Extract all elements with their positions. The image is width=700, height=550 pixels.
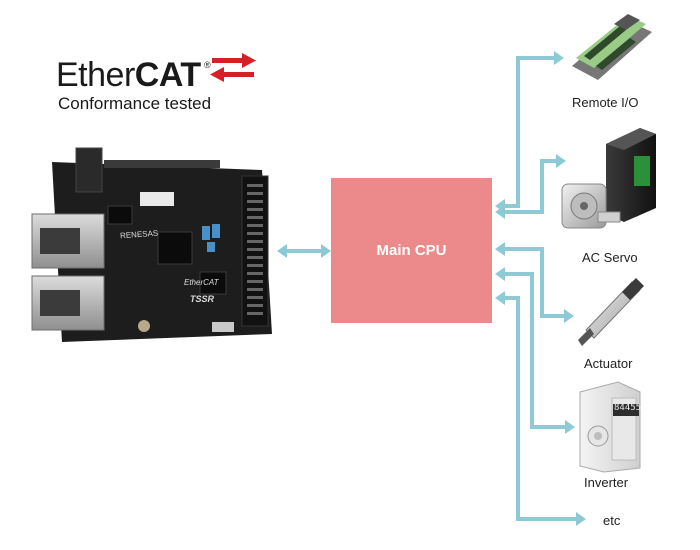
board-ethercat-mark: EtherCAT	[184, 278, 219, 287]
logo-registered-mark: ®	[204, 60, 211, 70]
logo-arrows-icon	[210, 53, 256, 82]
logo-word-light: Ether	[56, 56, 135, 94]
device-label-actuator: Actuator	[584, 356, 633, 371]
rj45-port-icon	[31, 213, 105, 269]
remote-io-module-icon	[572, 14, 652, 80]
inverter-display-readout: 84455	[614, 403, 642, 413]
main-cpu-label: Main CPU	[376, 242, 447, 259]
logo-tagline: Conformance tested	[58, 94, 212, 113]
ethercat-board	[31, 147, 272, 342]
device-label-etc: etc	[603, 513, 621, 528]
connection-lines	[285, 56, 578, 521]
device-label-inverter: Inverter	[584, 475, 629, 490]
logo-word-bold: CAT	[134, 56, 201, 94]
main-cpu-block: Main CPU	[331, 178, 492, 323]
ethercat-logo: EtherCAT ® Conformance tested	[56, 56, 266, 118]
device-label-ac-servo: AC Servo	[582, 250, 638, 265]
device-label-remote-io: Remote I/O	[572, 95, 639, 110]
rj45-port-icon	[31, 275, 105, 331]
ac-servo-icon	[561, 128, 656, 229]
inverter-icon	[579, 381, 641, 473]
connection-arrowheads	[277, 51, 586, 526]
actuator-icon	[578, 278, 644, 346]
logo-wordmark: EtherCAT	[56, 56, 201, 94]
board-model-label: TSSR	[190, 294, 215, 304]
